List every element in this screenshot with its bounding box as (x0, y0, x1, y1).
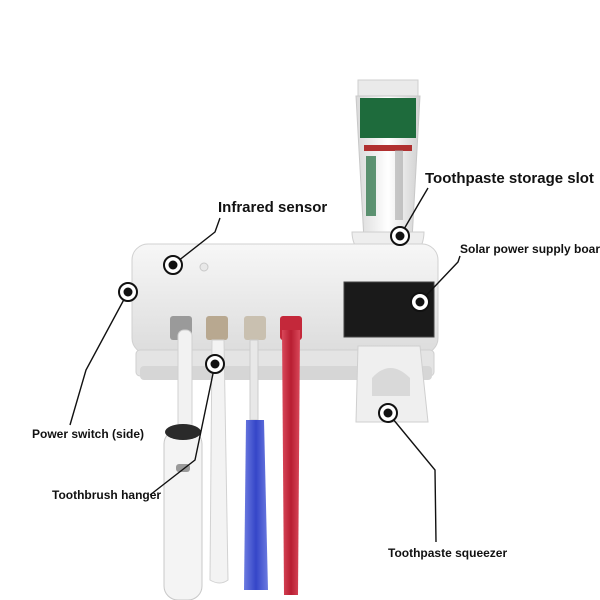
toothbrush-hanger-label: Toothbrush hanger (52, 488, 162, 502)
power-switch-label: Power switch (side) (32, 427, 145, 441)
electric-toothbrush (163, 329, 203, 600)
callout-marker-hanger (205, 354, 225, 374)
infrared-sensor-label: Infrared sensor (218, 199, 328, 216)
toothpaste-squeezer-label: Toothpaste squeezer (388, 546, 508, 560)
callout-marker-infrared (163, 255, 183, 275)
callout-markers (118, 226, 430, 423)
callout-marker-solar (410, 292, 430, 312)
callout-marker-power (118, 282, 138, 302)
white-toothbrush (209, 339, 229, 584)
callout-marker-storage (390, 226, 410, 246)
solar-power-supply-board-label: Solar power supply board (460, 242, 600, 256)
indicator-dot (199, 262, 209, 272)
toothpaste-squeezer (355, 345, 429, 423)
blue-toothbrush (244, 339, 268, 590)
callout-marker-squeezer (378, 403, 398, 423)
callout-lines (69, 187, 461, 543)
toothpaste-tube (355, 79, 421, 241)
toothpaste-storage-slot-label: Toothpaste storage slot (425, 170, 594, 187)
red-toothbrush (282, 330, 300, 595)
